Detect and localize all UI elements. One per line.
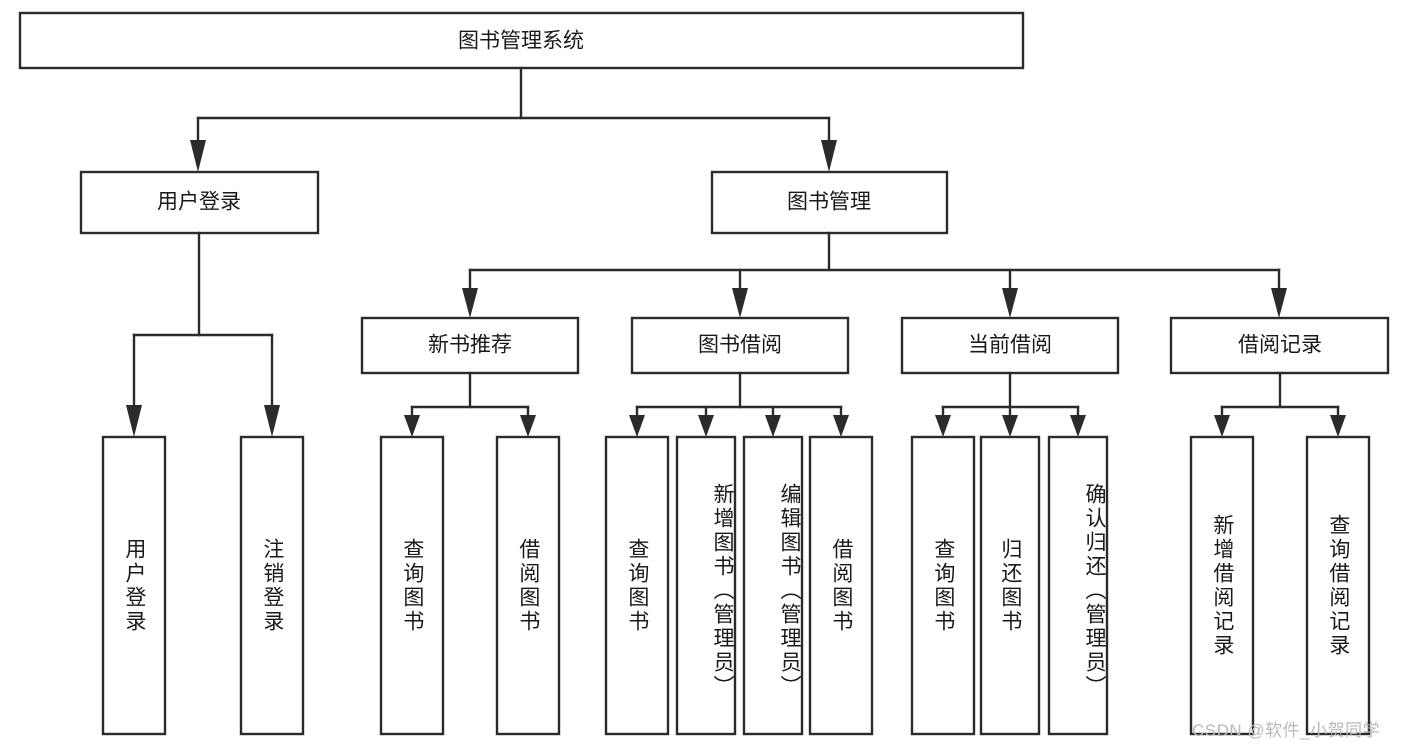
leaf-box-logout[interactable]	[239, 435, 305, 736]
leaf-box-borrow-book-1[interactable]	[495, 435, 561, 736]
node-book-borrow[interactable]: 图书借阅	[630, 316, 850, 375]
node-borrow-record-label: 借阅记录	[1238, 334, 1322, 357]
node-current-borrow-box	[900, 316, 1120, 375]
node-borrow-record[interactable]: 借阅记录	[1169, 316, 1390, 375]
node-new-book-recommend-label: 新书推荐	[428, 334, 512, 357]
arrow-to-leaf-add-record	[1214, 415, 1230, 437]
connector-book-management-to-level2	[462, 231, 1287, 318]
leaf-box-confirm-return[interactable]	[1047, 435, 1109, 736]
arrow-to-leaf-return-book	[1002, 415, 1018, 437]
arrow-to-borrow-record	[1271, 288, 1287, 318]
leaf-box-user-login[interactable]	[101, 435, 167, 736]
node-root[interactable]: 图书管理系统	[18, 11, 1025, 70]
leaf-box-query-book-3[interactable]	[910, 435, 976, 736]
arrow-to-book-borrow	[732, 288, 748, 318]
node-current-borrow-label: 当前借阅	[968, 334, 1052, 357]
arrow-to-leaf-edit-book	[765, 415, 781, 437]
node-user-login-box	[79, 170, 320, 235]
arrow-to-leaf-query-book-1	[404, 415, 420, 437]
connector-borrow-record-to-leaves	[1214, 371, 1346, 437]
node-new-book-recommend-box	[360, 316, 580, 375]
leaf-box-query-book-1[interactable]	[379, 435, 445, 736]
node-user-login-label: 用户登录	[157, 191, 241, 214]
node-root-label: 图书管理系统	[458, 30, 584, 53]
connector-new-book-recommend-to-leaves	[404, 371, 536, 437]
arrow-to-leaf-borrow-book-1	[520, 415, 536, 437]
arrow-to-leaf-query-record	[1330, 415, 1346, 437]
arrow-to-leaf-query-book-3	[935, 415, 951, 437]
node-user-login[interactable]: 用户登录	[79, 170, 320, 235]
node-root-box	[18, 11, 1025, 70]
leaf-box-edit-book[interactable]	[742, 435, 804, 736]
node-book-management-label: 图书管理	[787, 191, 871, 214]
connector-book-borrow-to-leaves	[629, 371, 849, 437]
connector-root-to-level1	[190, 66, 837, 172]
leaf-box-add-record[interactable]	[1189, 435, 1255, 736]
arrow-to-user-login	[190, 140, 206, 172]
arrow-to-leaf-user-login	[126, 405, 142, 437]
connector-user-login-to-leaves	[126, 231, 280, 437]
node-book-borrow-label: 图书借阅	[698, 334, 782, 357]
arrow-to-leaf-query-book-2	[629, 415, 645, 437]
arrow-to-book-management	[821, 140, 837, 172]
leaf-box-add-book[interactable]	[675, 435, 737, 736]
arrow-to-current-borrow	[1002, 288, 1018, 318]
arrow-to-new-book-recommend	[462, 288, 478, 318]
arrow-to-leaf-borrow-book-2	[833, 415, 849, 437]
arrow-to-leaf-confirm-return	[1070, 415, 1086, 437]
watermark-text: CSDN @软件_小贺同学	[1192, 721, 1381, 740]
leaf-box-return-book[interactable]	[979, 435, 1041, 736]
arrow-to-leaf-logout	[264, 405, 280, 437]
leaf-box-query-book-2[interactable]	[604, 435, 670, 736]
node-current-borrow[interactable]: 当前借阅	[900, 316, 1120, 375]
connector-current-borrow-to-leaves	[935, 371, 1086, 437]
leaf-box-borrow-book-2[interactable]	[808, 435, 874, 736]
leaf-box-query-record[interactable]	[1305, 435, 1371, 736]
node-book-management[interactable]: 图书管理	[710, 170, 949, 235]
arrow-to-leaf-add-book	[698, 415, 714, 437]
node-new-book-recommend[interactable]: 新书推荐	[360, 316, 580, 375]
